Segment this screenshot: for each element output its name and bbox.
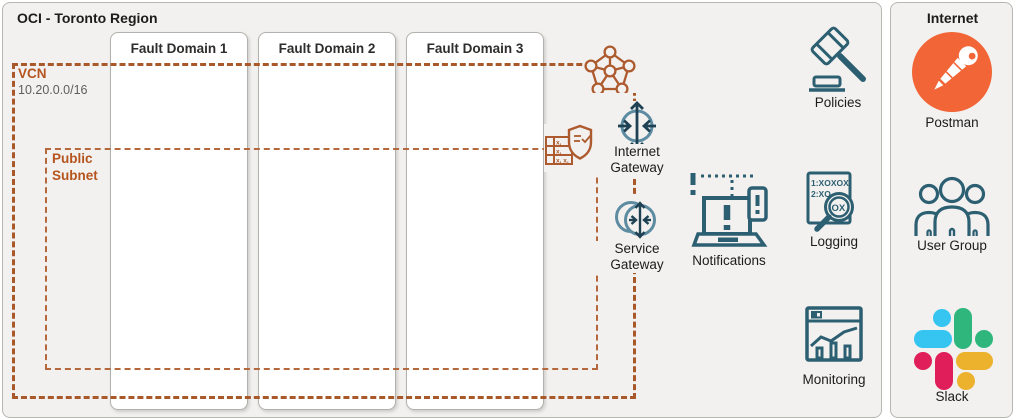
service-gateway-label: Service Gateway: [595, 241, 679, 273]
monitoring-icon: [804, 304, 864, 364]
fault-domain-3-box: Fault Domain 3: [406, 32, 544, 410]
logging-icon: 1:XOXOX 2:XO OX: [804, 170, 864, 234]
logging-label: Logging: [809, 234, 859, 249]
vcn-icon: [584, 45, 636, 93]
service-gateway-icon: [612, 196, 662, 242]
public-subnet-label: Public Subnet: [52, 151, 98, 183]
gavel-icon: [806, 26, 874, 94]
fault-domain-1-box: Fault Domain 1: [110, 32, 248, 410]
fault-domain-1-title: Fault Domain 1: [130, 41, 228, 56]
svg-text:x, x,: x, x,: [556, 158, 569, 165]
slack-icon: [914, 308, 994, 390]
vcn-cidr: 10.20.0.0/16: [18, 83, 88, 97]
fault-domain-3-title: Fault Domain 3: [426, 41, 524, 56]
postman-icon: [912, 32, 992, 112]
internet-panel-title: Internet: [926, 10, 979, 26]
fault-domain-2-box: Fault Domain 2: [258, 32, 396, 410]
svg-text:1:XOXOX: 1:XOXOX: [811, 178, 849, 188]
svg-text:2:XO: 2:XO: [811, 189, 831, 199]
route-table-security-list-icon: x, x, x, x,: [544, 124, 596, 172]
internet-gateway-label: Internet Gateway: [595, 144, 679, 176]
vcn-name: VCN: [18, 66, 47, 81]
user-group-icon: [913, 170, 991, 238]
slack-label: Slack: [935, 389, 969, 404]
monitoring-label: Monitoring: [802, 372, 866, 387]
oci-region-title: OCI - Toronto Region: [17, 10, 158, 26]
svg-text:OX: OX: [832, 203, 846, 214]
notifications-icon: [686, 168, 772, 252]
notifications-label: Notifications: [692, 253, 766, 268]
user-group-label: User Group: [917, 238, 987, 253]
fault-domain-2-title: Fault Domain 2: [278, 41, 376, 56]
postman-label: Postman: [925, 115, 979, 130]
svg-text:x,: x,: [556, 149, 562, 156]
policies-label: Policies: [814, 95, 862, 110]
vcn-label: VCN 10.20.0.0/16: [18, 66, 88, 97]
svg-text:x,: x,: [556, 140, 562, 147]
